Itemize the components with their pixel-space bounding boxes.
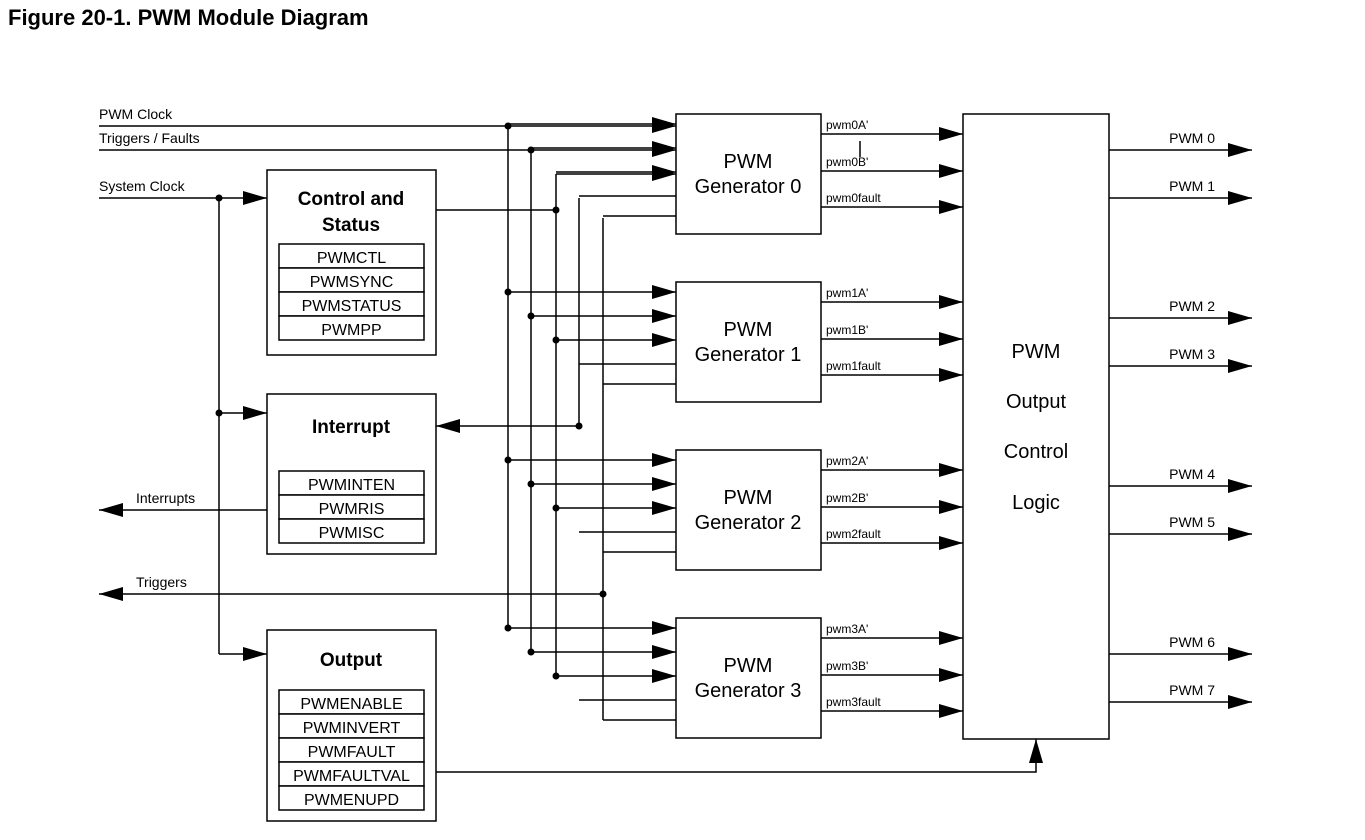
- generator-1-line2: Generator 1: [695, 344, 802, 366]
- generator-2-line2: Generator 2: [695, 512, 802, 534]
- generator-3-signal-label-0: pwm3A': [826, 622, 868, 636]
- junction-dot: [504, 624, 512, 632]
- logic-line-4: Logic: [1012, 492, 1060, 514]
- interrupt-register-2: PWMISC: [319, 525, 385, 542]
- junction-dot: [527, 480, 535, 488]
- generator-2-signal-label-0: pwm2A': [826, 454, 868, 468]
- pwm-output-label-5: PWM 5: [1169, 514, 1215, 530]
- output-control-logic-block: PWM Output Control Logic: [962, 113, 1110, 740]
- interrupt-title: Interrupt: [312, 417, 391, 438]
- junction-dot: [527, 648, 535, 656]
- register-cell: [278, 785, 425, 811]
- output-register-0: PWMENABLE: [300, 696, 402, 713]
- generator-0-line1: PWM: [724, 151, 773, 173]
- generator-1-line1: PWM: [724, 319, 773, 341]
- control-status-block: Control and Status PWMCTL PWMSYNC PWMSTATU…: [266, 169, 437, 356]
- pwm-generator-2: PWM Generator 2 pwm2A' pwm2B' pwm2fault: [675, 449, 881, 571]
- generator-0-signal-label-1: pwm0B': [826, 155, 868, 169]
- pwm-clock-label: PWM Clock: [99, 106, 173, 122]
- output-title: Output: [320, 650, 383, 671]
- output-register-3: PWMFAULTVAL: [293, 768, 410, 785]
- generator-2-signal-label-2: pwm2fault: [826, 527, 881, 541]
- junction-dot: [575, 422, 583, 430]
- interrupt-register-1: PWMRIS: [319, 501, 385, 518]
- output-register-4: PWMENUPD: [304, 792, 399, 809]
- generator-3-signal-label-2: pwm3fault: [826, 695, 881, 709]
- interrupt-register-0: PWMINTEN: [308, 477, 395, 494]
- control-status-title-line2: Status: [322, 215, 380, 236]
- pwm-output-label-4: PWM 4: [1169, 466, 1215, 482]
- generator-1-signal-label-0: pwm1A': [826, 286, 868, 300]
- register-cell: [278, 494, 425, 520]
- interrupts-label: Interrupts: [136, 490, 195, 506]
- pwm-output-label-7: PWM 7: [1169, 682, 1215, 698]
- junction-dot: [552, 336, 560, 344]
- junction-dot: [599, 590, 607, 598]
- junction-dot: [552, 206, 560, 214]
- generator-2-line1: PWM: [724, 487, 773, 509]
- junction-dot: [527, 146, 535, 154]
- pwm-generator-0: PWM Generator 0 pwm0A' pwm0B' pwm0fault: [675, 113, 881, 235]
- logic-line-3: Control: [1004, 441, 1068, 463]
- output-to-logic: [436, 739, 1043, 773]
- junction-dot: [552, 672, 560, 680]
- generator-3-line1: PWM: [724, 655, 773, 677]
- generator-0-signal-label-2: pwm0fault: [826, 191, 881, 205]
- generator-1-signal-label-2: pwm1fault: [826, 359, 881, 373]
- triggers-faults-label: Triggers / Faults: [99, 130, 200, 146]
- junction-dot: [215, 409, 223, 417]
- pwm-output-label-6: PWM 6: [1169, 634, 1215, 650]
- register-cell: [278, 689, 425, 715]
- output-register-2: PWMFAULT: [308, 744, 396, 761]
- generator-0-signal-label-0: pwm0A': [826, 118, 868, 132]
- generator-0-line2: Generator 0: [695, 176, 802, 198]
- register-cell: [278, 315, 425, 341]
- pwm-output-label-3: PWM 3: [1169, 346, 1215, 362]
- output-block: Output PWMENABLE PWMINVERT PWMFAULT PWMFAUL…: [266, 629, 437, 822]
- generator-3-line2: Generator 3: [695, 680, 802, 702]
- system-clock-label: System Clock: [99, 178, 186, 194]
- interrupt-block: Interrupt PWMINTEN PWMRIS PWMISC: [266, 393, 437, 555]
- pwm-generator-3: PWM Generator 3 pwm3A' pwm3B' pwm3fault: [675, 617, 881, 739]
- control-register-2: PWMSTATUS: [302, 298, 402, 315]
- control-status-title-line1: Control and: [298, 189, 405, 210]
- generator-3-signal-label-1: pwm3B': [826, 659, 868, 673]
- junction-dot: [504, 122, 512, 130]
- output-register-1: PWMINVERT: [303, 720, 401, 737]
- pwm-output-label-2: PWM 2: [1169, 298, 1215, 314]
- register-cell: [278, 518, 425, 544]
- signal-wires: [99, 117, 1252, 773]
- logic-line-2: Output: [1006, 391, 1066, 413]
- junction-dot: [552, 504, 560, 512]
- pwm-generator-1: PWM Generator 1 pwm1A' pwm1B' pwm1fault: [675, 281, 881, 403]
- junction-dot: [527, 312, 535, 320]
- interrupt-register-list: PWMINTEN PWMRIS PWMISC: [278, 470, 425, 544]
- register-cell: [278, 267, 425, 293]
- junction-dots: [215, 122, 607, 680]
- junction-dot: [504, 288, 512, 296]
- control-register-0: PWMCTL: [317, 250, 386, 267]
- register-cell: [278, 243, 425, 269]
- figure-title: Figure 20-1. PWM Module Diagram: [8, 5, 369, 30]
- generator-2-signal-label-1: pwm2B': [826, 491, 868, 505]
- junction-dot: [215, 194, 223, 202]
- triggers-out-label: Triggers: [136, 574, 187, 590]
- pwm-output-label-0: PWM 0: [1169, 130, 1215, 146]
- generator-1-signal-label-1: pwm1B': [826, 323, 868, 337]
- logic-line-1: PWM: [1012, 341, 1061, 363]
- control-register-3: PWMPP: [321, 322, 381, 339]
- control-register-1: PWMSYNC: [310, 274, 394, 291]
- pwm-output-label-1: PWM 1: [1169, 178, 1215, 194]
- junction-dot: [504, 456, 512, 464]
- control-register-list: PWMCTL PWMSYNC PWMSTATUS PWMPP: [278, 243, 425, 341]
- pwm-output-pins: PWM 0 PWM 1 PWM 2 PWM 3 PWM 4 PWM 5 PWM 6 PWM 7: [1169, 130, 1215, 698]
- output-register-list: PWMENABLE PWMINVERT PWMFAULT PWMFAULTVAL PWM…: [278, 689, 425, 811]
